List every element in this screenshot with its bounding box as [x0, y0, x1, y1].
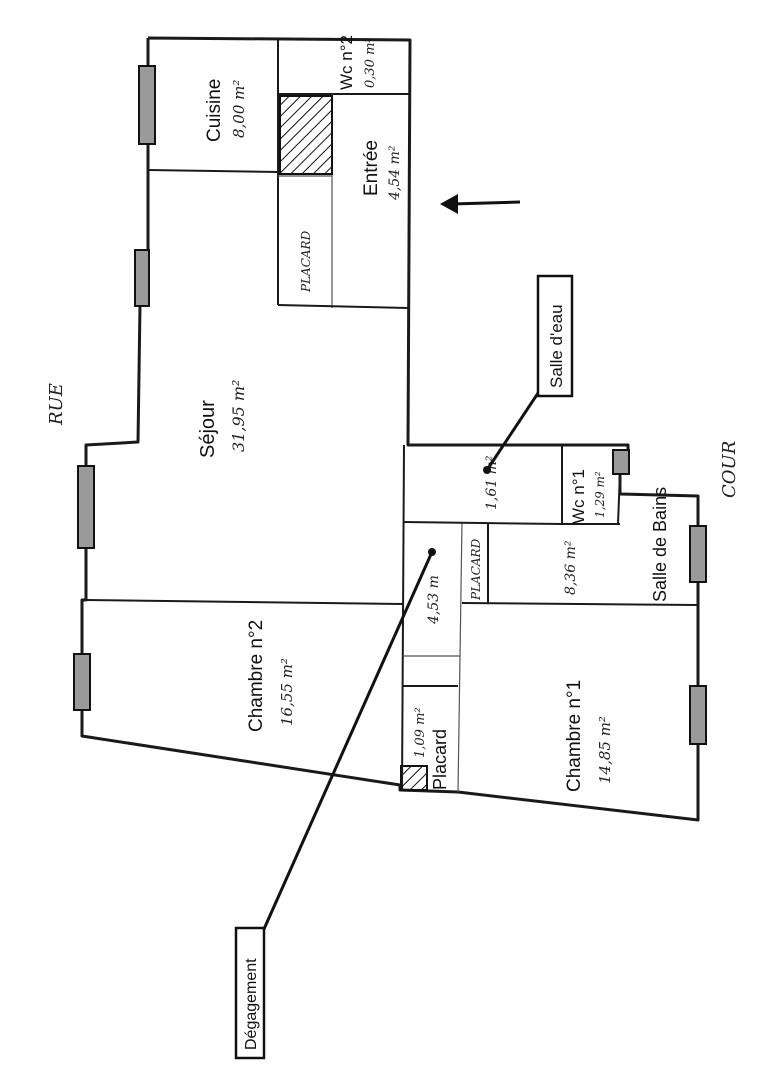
room-area-chambre1: 14,85 m²	[596, 716, 614, 784]
room-name-chambre1: Chambre n°1	[564, 680, 585, 792]
room-area-placard-bottom: 1,09 m²	[413, 707, 428, 758]
room-name-wc1: Wc n°1	[569, 469, 588, 524]
room-name-placard-bottom: Placard	[430, 729, 450, 790]
room-area-cuisine: 8,00 m²	[230, 80, 248, 138]
duct-hatch	[279, 95, 333, 175]
room-area-wc1: 1,29 m²	[593, 471, 607, 518]
window-kitchen	[138, 65, 156, 145]
callout-dot-salle-eau	[483, 466, 491, 474]
sdb-bottom-wall	[461, 602, 699, 606]
window-sejour-bottom	[77, 465, 95, 549]
room-area-chambre2: 16,55 m²	[278, 658, 296, 726]
callout-box-salle-eau	[536, 274, 574, 398]
room-area-wc2: 0,30 m²	[363, 37, 378, 88]
callout-label-salle-eau: Salle d'eau	[547, 304, 566, 388]
window-sdb	[689, 525, 707, 583]
entry-arrow-icon	[440, 194, 458, 214]
window-sejour-top	[134, 249, 150, 307]
courtyard-label: COUR	[719, 441, 740, 498]
room-area-sejour: 31,95 m²	[229, 380, 248, 452]
callout-dot-degagement	[428, 548, 436, 556]
window-chambre2	[73, 653, 91, 711]
room-name-sejour: Séjour	[197, 400, 219, 458]
corridor-right-wall	[457, 521, 463, 793]
room-name-wc2: Wc n°2	[337, 35, 356, 90]
entry-arrow-line	[451, 200, 521, 206]
entry-bottom-wall	[277, 304, 409, 309]
room-area-salle-bains: 8,36 m²	[563, 540, 579, 595]
sejour-chambre2-wall	[85, 599, 405, 605]
callout-leader-degagement	[258, 551, 434, 939]
callout-label-degagement: Dégagement	[243, 958, 260, 1050]
window-chambre1	[689, 685, 707, 745]
room-name-placard-entree: PLACARD	[299, 230, 313, 293]
salle-eau-bottom-wall	[403, 521, 563, 525]
room-area-entree: 4,54 m²	[387, 145, 403, 201]
window-wc1	[612, 449, 630, 475]
callout-box-degagement	[234, 926, 266, 1060]
room-name-salle-bains: Salle de Bains	[650, 487, 670, 602]
wc1-right-wall	[617, 471, 621, 525]
room-name-cuisine: Cuisine	[204, 79, 225, 142]
room-name-placard-sdb: PLACARD	[469, 538, 483, 601]
duct-hatch-small	[400, 765, 428, 791]
room-area-degagement: 4,53 m	[426, 575, 442, 625]
street-label: RUE	[46, 383, 67, 426]
kitchen-bottom-wall	[147, 169, 279, 173]
room-name-entree: Entrée	[361, 140, 382, 196]
room-name-chambre2: Chambre n°2	[246, 620, 267, 732]
